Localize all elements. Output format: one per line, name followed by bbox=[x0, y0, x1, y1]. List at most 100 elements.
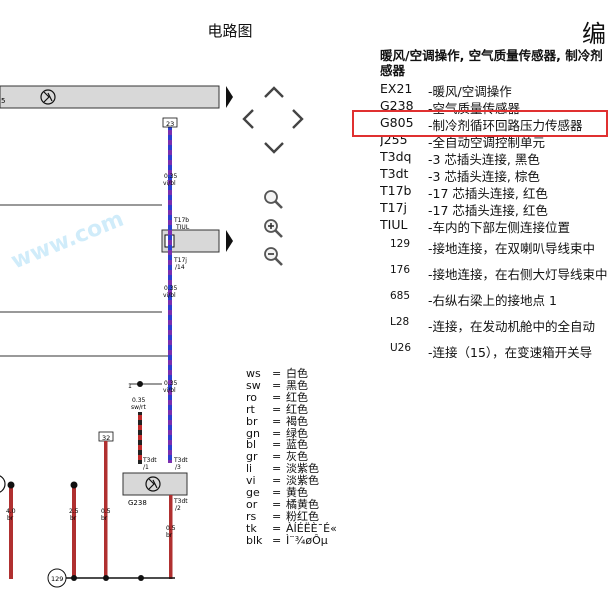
zoom-out-button[interactable] bbox=[262, 245, 284, 267]
color-name: 白色 bbox=[286, 367, 308, 380]
legend-item: L28 -连接，在发动机舱中的全自动 bbox=[380, 313, 608, 339]
junction-dot bbox=[7, 481, 15, 489]
color-abbr: ws bbox=[246, 367, 261, 380]
color-code-row: br=褐色 bbox=[246, 415, 337, 428]
legend-code: 176 bbox=[390, 264, 411, 276]
color-code-row: ge=黄色 bbox=[246, 487, 337, 499]
sensor-symbol bbox=[145, 476, 161, 492]
bus-bar-top bbox=[0, 85, 220, 109]
legend-item: 129 -接地连接，在双喇叭导线束中 bbox=[380, 235, 608, 261]
pan-left-button[interactable] bbox=[240, 108, 256, 130]
color-abbr: rs bbox=[246, 509, 257, 523]
color-name: Ì¨¾øÔµ bbox=[286, 533, 328, 547]
junction-dot bbox=[103, 575, 109, 581]
zoom-reset-button[interactable] bbox=[262, 188, 284, 210]
legend-desc: -车内的下部左侧连接位置 bbox=[428, 220, 571, 235]
zoom-in-button[interactable] bbox=[262, 217, 284, 239]
t3dt-label: T3dt bbox=[173, 457, 188, 464]
color-abbr: ro bbox=[246, 390, 258, 404]
wire-size-label: 2.5 bbox=[69, 508, 79, 515]
cut-title: 编 bbox=[582, 20, 606, 48]
t3dt-pin1: /1 bbox=[143, 464, 149, 471]
wire-br bbox=[9, 488, 13, 579]
junction-dot bbox=[138, 575, 144, 581]
color-name: 淡紫色 bbox=[286, 474, 319, 488]
color-name: 黄色 bbox=[286, 486, 308, 500]
legend-code: TIUL bbox=[380, 217, 408, 232]
wire-color-label: br bbox=[101, 515, 108, 522]
junction-dot bbox=[71, 575, 77, 581]
wire-vi-bl bbox=[168, 127, 172, 463]
color-code-row: ws=白色 bbox=[246, 368, 337, 380]
wire-sw-rt bbox=[138, 412, 142, 464]
color-name: 绿色 bbox=[286, 426, 308, 440]
color-name: ÀÍÉËÈ¯É« bbox=[286, 521, 337, 535]
equals-sign: = bbox=[272, 378, 282, 392]
color-code-row: rt=红色 bbox=[246, 402, 337, 416]
legend-item: EX21 -暖风/空调操作 bbox=[380, 81, 608, 99]
legend-desc: -全自动空调控制单元 bbox=[428, 135, 546, 150]
junction-dot bbox=[70, 481, 78, 489]
legend-code: U26 bbox=[390, 342, 412, 354]
bus-bar-label: 5 bbox=[1, 97, 5, 105]
g238-label: G238 bbox=[128, 499, 147, 507]
tiul-connector-bar bbox=[161, 229, 220, 253]
num-1-label: 1 bbox=[128, 383, 132, 390]
page-title: 电路图 bbox=[207, 22, 253, 40]
ground-129-label: 129 bbox=[51, 575, 63, 583]
legend-desc: -接地连接，在右侧大灯导线束中 bbox=[428, 267, 608, 282]
chevron-right-icon bbox=[292, 109, 304, 129]
legend-code: 685 bbox=[390, 290, 411, 302]
equals-sign: = bbox=[272, 474, 282, 488]
pan-up-button[interactable] bbox=[263, 84, 285, 100]
legend-item: 685 -右纵右梁上的接地点 1 bbox=[380, 287, 608, 313]
wire-color-label: vi/bl bbox=[163, 387, 176, 394]
legend-desc: -空气质量传感器 bbox=[428, 101, 521, 116]
zoom-in-icon bbox=[264, 219, 283, 238]
legend-heading: 暖风/空调操作, 空气质量传感器, 制冷剂 感器 bbox=[380, 48, 608, 78]
wire-size-label: 0.5 bbox=[166, 525, 176, 532]
color-name: 橘黄色 bbox=[286, 497, 319, 511]
color-name: 黑色 bbox=[286, 378, 308, 392]
box-23 bbox=[162, 117, 178, 128]
wire-size-label: 0.35 bbox=[164, 285, 178, 292]
color-code-table: ws=白色 sw=黑色 ro=红色 rt=红色 br=褐色 gn=绿色 bl=蓝… bbox=[246, 368, 337, 547]
t3dt-pin2: /2 bbox=[175, 505, 181, 512]
legend-desc: -17 芯插头连接, 红色 bbox=[428, 203, 548, 218]
color-code-row: gr=灰色 bbox=[246, 451, 337, 463]
legend-desc: -接地连接，在双喇叭导线束中 bbox=[428, 241, 596, 256]
legend-code: L28 bbox=[390, 316, 410, 328]
equals-sign: = bbox=[272, 462, 282, 476]
equals-sign: = bbox=[272, 390, 282, 404]
legend-desc: -暖风/空调操作 bbox=[428, 84, 512, 99]
zoom-out-icon bbox=[264, 247, 283, 266]
wire-size-label: 0.35 bbox=[132, 397, 146, 404]
color-code-row: or=橘黄色 bbox=[246, 499, 337, 511]
arrow-right-marker bbox=[226, 230, 233, 252]
legend-item: TIUL -车内的下部左侧连接位置 bbox=[380, 217, 608, 235]
pan-right-button[interactable] bbox=[290, 108, 306, 130]
legend-code: G238 bbox=[380, 98, 414, 113]
color-code-row: rs=粉红色 bbox=[246, 509, 337, 523]
wire-br bbox=[104, 441, 108, 579]
color-abbr: sw bbox=[246, 378, 261, 392]
chevron-down-icon bbox=[264, 142, 284, 154]
t3dt-label: T3dt bbox=[142, 457, 157, 464]
color-name: 红色 bbox=[286, 402, 308, 416]
color-name: 红色 bbox=[286, 390, 308, 404]
legend-code: T17j bbox=[380, 200, 408, 215]
junction-dot bbox=[137, 381, 143, 387]
color-code-row: gn=绿色 bbox=[246, 426, 337, 440]
t17j-pin: /14 bbox=[175, 264, 185, 271]
color-name: 粉红色 bbox=[286, 509, 319, 523]
equals-sign: = bbox=[272, 533, 282, 547]
color-abbr: blk bbox=[246, 533, 263, 547]
color-code-row: li=淡紫色 bbox=[246, 463, 337, 475]
equals-sign: = bbox=[272, 497, 282, 511]
color-code-row: bl=蓝色 bbox=[246, 439, 337, 451]
legend-item: U26 -连接（15），在变速箱开关导 bbox=[380, 339, 608, 365]
equals-sign: = bbox=[272, 486, 282, 500]
pan-down-button[interactable] bbox=[263, 140, 285, 156]
box-23-label: 23 bbox=[166, 120, 174, 128]
